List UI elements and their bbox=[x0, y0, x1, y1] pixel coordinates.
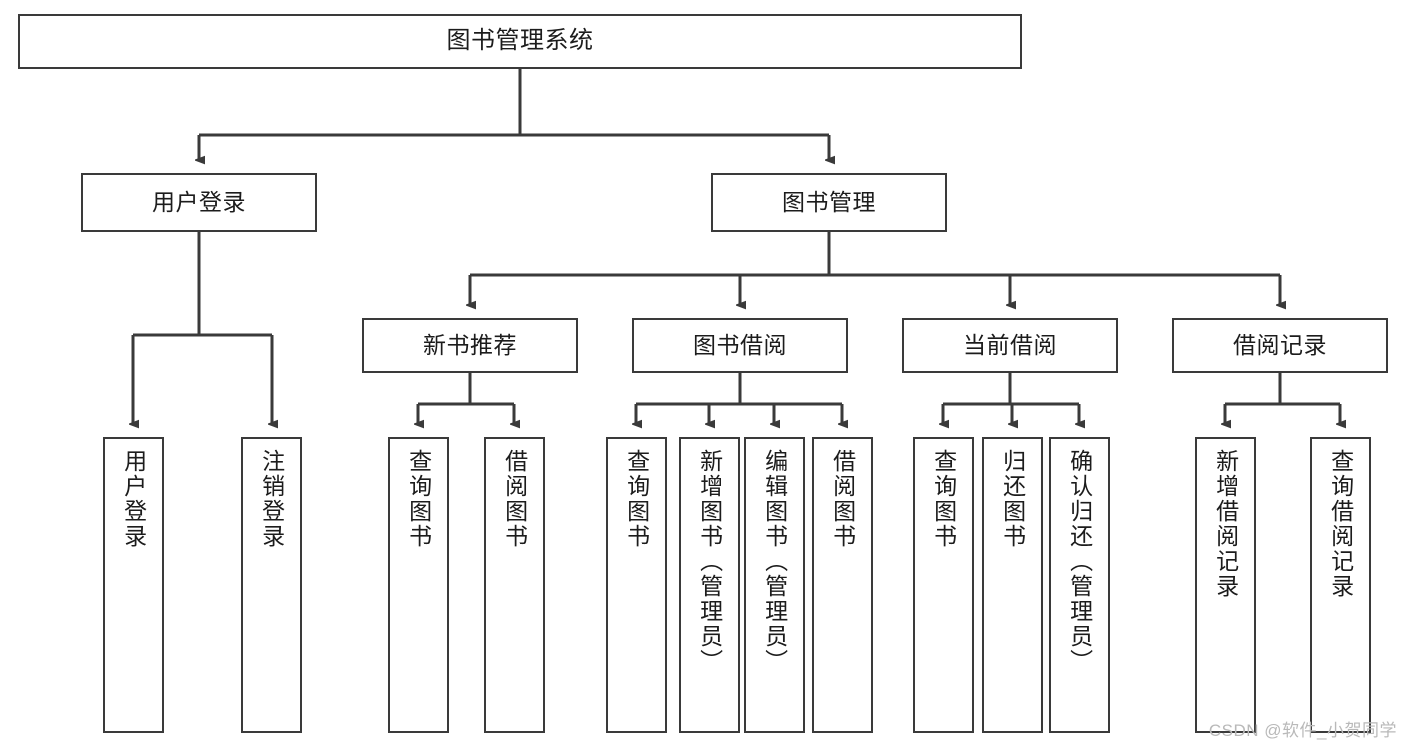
node-book-manage[interactable]: 图书管理 bbox=[711, 173, 947, 232]
node-label: 归还图书 bbox=[999, 449, 1026, 549]
leaf-user-logout[interactable]: 注销登录 bbox=[241, 437, 302, 733]
node-label: 借阅图书 bbox=[829, 449, 856, 549]
node-label: 借阅记录 bbox=[1233, 331, 1327, 358]
node-label: 图书借阅 bbox=[693, 331, 787, 358]
leaf-query-book-1[interactable]: 查询图书 bbox=[388, 437, 449, 733]
node-user-login[interactable]: 用户登录 bbox=[81, 173, 317, 232]
node-label: 编辑图书（管理员） bbox=[761, 449, 788, 674]
node-label: 注销登录 bbox=[258, 449, 285, 549]
leaf-query-book-2[interactable]: 查询图书 bbox=[606, 437, 667, 733]
node-label: 查询图书 bbox=[405, 449, 432, 549]
node-label: 图书管理系统 bbox=[446, 27, 594, 55]
node-label: 确认归还（管理员） bbox=[1066, 449, 1093, 674]
leaf-borrow-book-1[interactable]: 借阅图书 bbox=[484, 437, 545, 733]
leaf-confirm-return[interactable]: 确认归还（管理员） bbox=[1049, 437, 1110, 733]
node-label: 当前借阅 bbox=[963, 331, 1057, 358]
node-label: 借阅图书 bbox=[501, 449, 528, 549]
node-current-borrow[interactable]: 当前借阅 bbox=[902, 318, 1118, 373]
node-label: 用户登录 bbox=[120, 449, 147, 549]
node-system-root[interactable]: 图书管理系统 bbox=[18, 14, 1022, 69]
node-label: 用户登录 bbox=[152, 188, 246, 215]
node-label: 新书推荐 bbox=[423, 331, 517, 358]
leaf-add-record[interactable]: 新增借阅记录 bbox=[1195, 437, 1256, 733]
node-label: 查询图书 bbox=[623, 449, 650, 549]
node-label: 新增借阅记录 bbox=[1212, 449, 1239, 599]
leaf-borrow-book-2[interactable]: 借阅图书 bbox=[812, 437, 873, 733]
leaf-query-record[interactable]: 查询借阅记录 bbox=[1310, 437, 1371, 733]
csdn-watermark: CSDN @软件_小贺同学 bbox=[1208, 721, 1397, 740]
leaf-add-book[interactable]: 新增图书（管理员） bbox=[679, 437, 740, 733]
node-book-borrow[interactable]: 图书借阅 bbox=[632, 318, 848, 373]
leaf-return-book[interactable]: 归还图书 bbox=[982, 437, 1043, 733]
leaf-query-book-3[interactable]: 查询图书 bbox=[913, 437, 974, 733]
node-label: 查询图书 bbox=[930, 449, 957, 549]
leaf-user-login[interactable]: 用户登录 bbox=[103, 437, 164, 733]
node-label: 新增图书（管理员） bbox=[696, 449, 723, 674]
leaf-edit-book[interactable]: 编辑图书（管理员） bbox=[744, 437, 805, 733]
node-borrow-record[interactable]: 借阅记录 bbox=[1172, 318, 1388, 373]
node-label: 查询借阅记录 bbox=[1327, 449, 1354, 599]
node-label: 图书管理 bbox=[782, 188, 876, 215]
node-new-book-rec[interactable]: 新书推荐 bbox=[362, 318, 578, 373]
